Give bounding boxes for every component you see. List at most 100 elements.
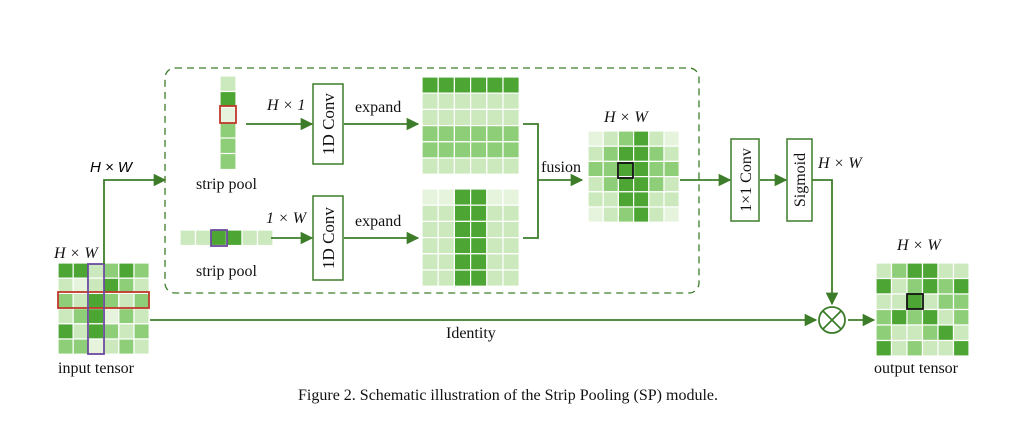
grid-cell (470, 108, 488, 127)
grid-cell (502, 204, 520, 222)
input-column-highlight (87, 263, 105, 355)
output-center-highlight (906, 293, 924, 310)
grid-cell (502, 157, 520, 175)
grid-cell (937, 308, 955, 326)
figure-caption: Figure 2. Schematic illustration of the … (298, 387, 718, 404)
conv1d-top-box (312, 83, 344, 165)
grid-cell (921, 339, 939, 357)
grid-cell (921, 308, 939, 326)
grid-cell (421, 76, 439, 94)
grid-cell (470, 188, 488, 206)
grid-cell (421, 92, 439, 110)
grid-cell (663, 206, 680, 223)
grid-cell (952, 308, 970, 326)
grid-cell (937, 339, 955, 357)
grid-cell (632, 130, 650, 147)
grid-cell (133, 308, 150, 325)
w1-label: 1 × W (266, 210, 308, 227)
grid-cell (502, 108, 520, 127)
grid-cell (906, 339, 924, 357)
vertical-strip-pool (219, 75, 237, 171)
grid-cell (453, 92, 472, 110)
grid-cell (219, 121, 237, 140)
grid-cell (648, 160, 665, 178)
sigmoid-box (786, 138, 813, 222)
grid-cell (437, 269, 456, 287)
grid-cell (952, 324, 970, 342)
grid-cell (921, 277, 939, 295)
grid-cell (241, 229, 259, 247)
strip-pool-top-label: strip pool (196, 176, 257, 193)
output-tensor-label: output tensor (874, 360, 959, 377)
grid-cell (102, 262, 120, 279)
fusion-label: fusion (541, 159, 581, 176)
grid-cell (179, 229, 197, 247)
grid-cell (194, 229, 212, 247)
strip-pool-bottom-label: strip pool (196, 263, 257, 280)
grid-cell (617, 206, 635, 223)
grid-cell (937, 293, 955, 311)
branch-line (103, 173, 167, 264)
grid-cell (875, 262, 893, 280)
grid-cell (890, 262, 908, 280)
grid-cell (587, 160, 604, 178)
sigmoid-dim-label: H × W (817, 155, 863, 172)
grid-cell (437, 204, 456, 222)
grid-cell (602, 145, 620, 162)
grid-cell (87, 338, 105, 355)
grid-cell (648, 191, 665, 208)
grid-cell (87, 323, 105, 340)
grid-cell (663, 160, 680, 178)
grid-cell (875, 293, 893, 311)
grid-cell (486, 76, 504, 94)
grid-cell (72, 308, 89, 325)
grid-cell (470, 204, 488, 222)
grid-cell (437, 253, 456, 271)
grid-cell (587, 191, 604, 208)
horizontal-strip-highlight (210, 229, 228, 247)
grid-cell (210, 229, 228, 247)
grid-cell (453, 124, 472, 143)
grid-cell (617, 130, 635, 147)
grid-cell (470, 220, 488, 239)
grid-cell (87, 308, 105, 325)
grid-cell (421, 157, 439, 175)
grid-cell (421, 141, 439, 159)
grid-cell (921, 324, 939, 342)
grid-cell (453, 220, 472, 239)
fusion-dim-label: H × W (603, 109, 649, 126)
grid-cell (502, 124, 520, 143)
grid-cell (470, 269, 488, 287)
grid-cell (118, 338, 135, 355)
grid-cell (587, 176, 604, 193)
grid-cell (219, 75, 237, 93)
grid-cell (921, 293, 939, 311)
sigmoid-label: Sigmoid (792, 153, 809, 207)
grid-cell (421, 253, 439, 271)
grid-cell (453, 269, 472, 287)
grid-cell (72, 323, 89, 340)
grid-cell (648, 206, 665, 223)
arrow-sigmoid-to-multiply (812, 179, 839, 306)
grid-cell (587, 206, 604, 223)
grid-cell (118, 292, 135, 310)
fusion-bracket (523, 123, 539, 239)
grid-cell (602, 206, 620, 223)
grid-cell (632, 160, 650, 178)
grid-cell (875, 277, 893, 295)
grid-cell (421, 237, 439, 255)
grid-cell (118, 308, 135, 325)
grid-cell (421, 108, 439, 127)
grid-cell (663, 191, 680, 208)
grid-cell (453, 76, 472, 94)
grid-cell (648, 176, 665, 193)
grid-cell (486, 157, 504, 175)
grid-cell (470, 124, 488, 143)
grid-cell (486, 124, 504, 143)
grid-cell (486, 237, 504, 255)
grid-cell (72, 338, 89, 355)
grid-cell (663, 176, 680, 193)
grid-cell (118, 323, 135, 340)
grid-cell (502, 237, 520, 255)
grid-cell (102, 292, 120, 310)
